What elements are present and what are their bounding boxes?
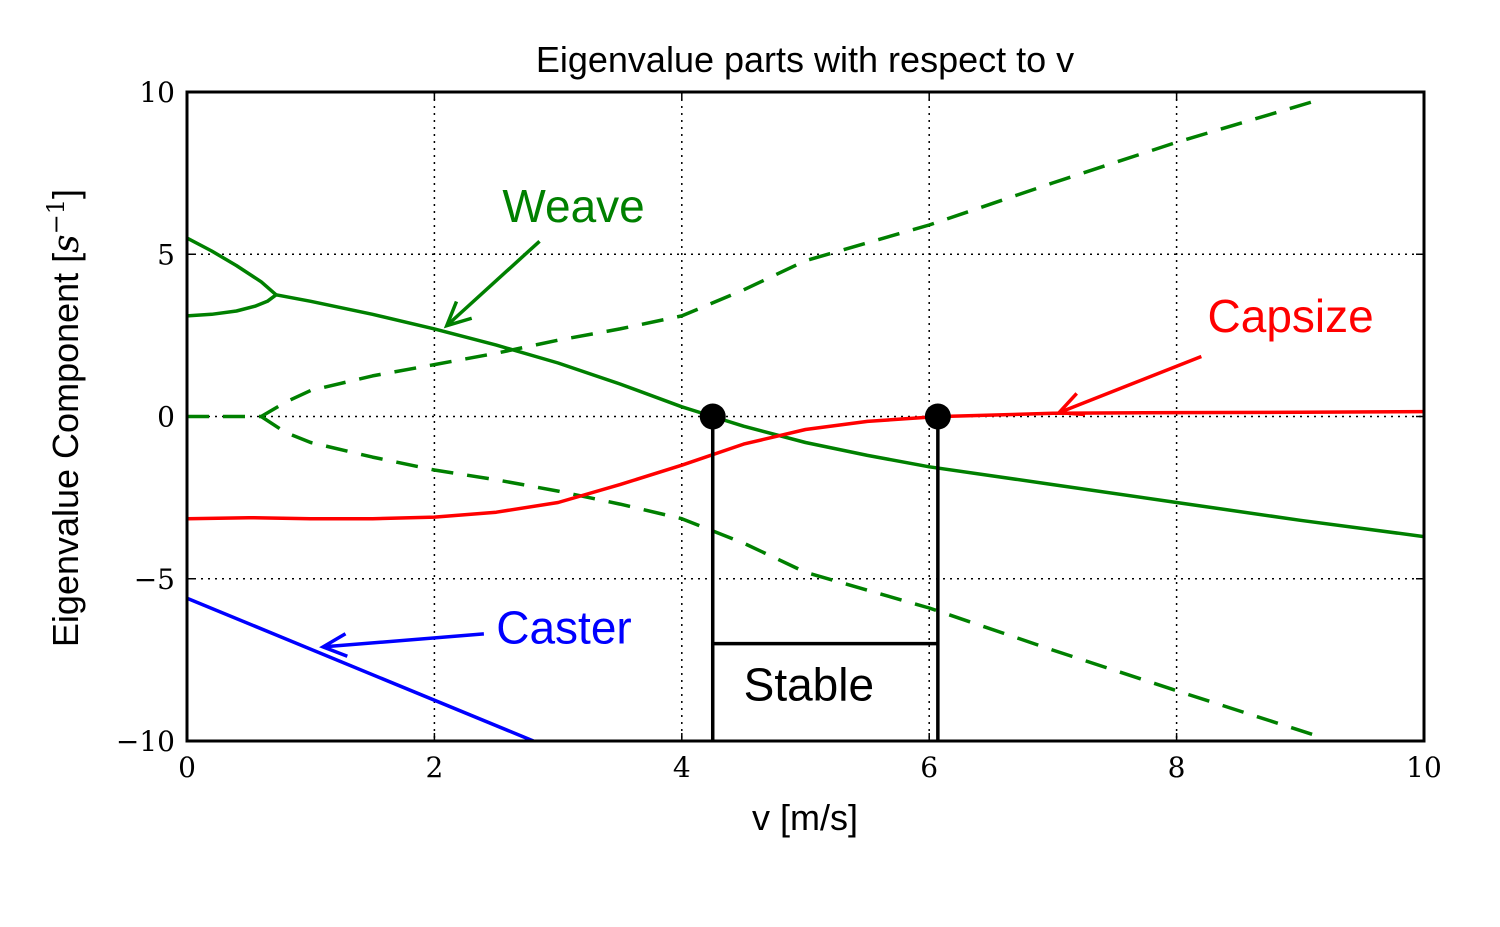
y-axis-label-text: Eigenvalue Component [	[45, 253, 86, 647]
y-tick-label: 10	[139, 76, 175, 109]
caster-annotation-arrow	[322, 632, 485, 649]
x-tick-label: 10	[1406, 751, 1442, 784]
y-tick-label: 5	[157, 238, 175, 271]
stable-region	[699, 403, 951, 741]
chart-title: Eigenvalue parts with respect to v	[536, 39, 1074, 80]
y-axis-label: Eigenvalue Component [s−1]	[42, 189, 87, 647]
capsize-arrow-head	[1055, 392, 1086, 417]
stability-boundary-point	[924, 403, 951, 430]
caster-arrow-head	[319, 632, 348, 658]
stable-annotation-label: Stable	[744, 658, 874, 710]
capsize-annotation-arrow	[1058, 354, 1202, 415]
grid-lines	[187, 92, 1424, 741]
weave-series-line	[187, 100, 1314, 419]
x-axis-label: v [m/s]	[752, 797, 858, 838]
caster-series-line	[187, 596, 535, 741]
y-axis-label-exponent: −1	[42, 199, 70, 234]
caster-annotation-label: Caster	[496, 602, 631, 654]
axis-ticks: 0 2 4 6 8 10 −10 −5 0 5 10	[116, 76, 1442, 784]
x-tick-label: 8	[1168, 751, 1186, 784]
x-tick-label: 0	[178, 751, 196, 784]
weave-series-line	[260, 415, 1314, 737]
weave-annotation-label: Weave	[502, 180, 644, 232]
y-tick-label: −5	[134, 563, 175, 596]
weave-arrow-head	[443, 300, 473, 329]
y-axis-label-close: ]	[45, 189, 86, 199]
weave-annotation-arrow	[445, 239, 541, 327]
y-tick-label: −10	[116, 725, 175, 758]
x-tick-label: 2	[425, 751, 443, 784]
y-tick-label: 0	[157, 401, 175, 434]
plot-frame	[185, 90, 1426, 743]
capsize-annotation-label: Capsize	[1208, 290, 1374, 342]
stability-boundary-point	[699, 403, 726, 430]
weave-series-line	[187, 236, 278, 297]
x-tick-label: 4	[673, 751, 691, 784]
x-tick-label: 6	[920, 751, 938, 784]
weave-series-line	[187, 293, 278, 318]
y-axis-label-math: s	[46, 234, 87, 252]
